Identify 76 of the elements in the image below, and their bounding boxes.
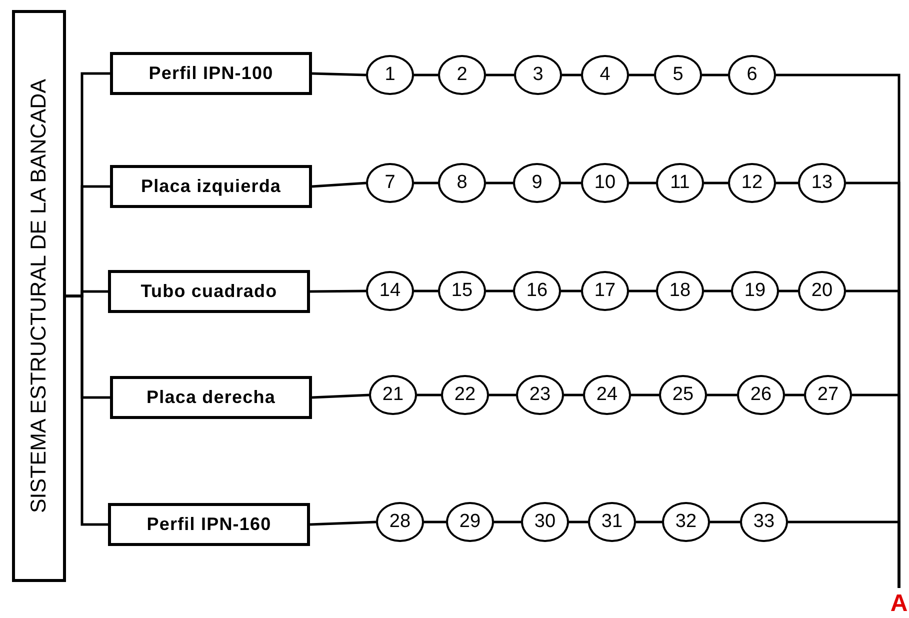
operation-circle: 5 bbox=[654, 55, 702, 95]
connector-line bbox=[710, 520, 740, 524]
system-box bbox=[12, 10, 66, 582]
connector-line bbox=[788, 520, 900, 588]
operation-circle: 21 bbox=[369, 375, 417, 415]
connector-line bbox=[561, 182, 581, 184]
operation-circle: 8 bbox=[438, 163, 486, 203]
operation-circle: 1 bbox=[366, 55, 414, 95]
operation-circle: 29 bbox=[446, 502, 494, 542]
connector-line bbox=[417, 394, 441, 396]
system-title: SISTEMA ESTRUCTURAL DE LA BANCADA bbox=[26, 78, 52, 514]
operation-circle: 12 bbox=[728, 163, 776, 203]
connector-line bbox=[636, 520, 662, 524]
connector-line bbox=[312, 394, 370, 399]
component-box: Placa izquierda bbox=[110, 165, 312, 208]
operation-circle: 19 bbox=[731, 271, 779, 311]
connector-line bbox=[561, 290, 581, 292]
operation-circle: 18 bbox=[656, 271, 704, 311]
connector-line bbox=[414, 74, 438, 76]
connector-line bbox=[776, 182, 798, 184]
connector-line bbox=[704, 182, 728, 184]
connector-line bbox=[702, 74, 728, 76]
operation-circle: 10 bbox=[581, 163, 629, 203]
connector-line bbox=[629, 290, 656, 292]
operation-circle: 15 bbox=[438, 271, 486, 311]
connector-line bbox=[310, 520, 376, 526]
connector-line bbox=[631, 394, 659, 396]
connector-line bbox=[312, 72, 366, 76]
component-box: Tubo cuadrado bbox=[108, 270, 310, 313]
operation-circle: 30 bbox=[521, 502, 569, 542]
operation-circle: 2 bbox=[438, 55, 486, 95]
connector-line bbox=[569, 520, 588, 524]
connector-line bbox=[494, 520, 521, 524]
operation-circle: 4 bbox=[581, 55, 629, 95]
connector-line bbox=[707, 394, 737, 396]
connector-line bbox=[779, 290, 798, 292]
operation-circle: 28 bbox=[376, 502, 424, 542]
operation-circle: 16 bbox=[513, 271, 561, 311]
operation-circle: 22 bbox=[441, 375, 489, 415]
connector-line bbox=[312, 182, 366, 188]
connector-line bbox=[489, 394, 516, 396]
connector-line bbox=[629, 74, 654, 76]
connector-line bbox=[424, 520, 446, 524]
operation-circle: 23 bbox=[516, 375, 564, 415]
connector-line bbox=[486, 290, 513, 292]
connector-line bbox=[66, 294, 108, 526]
operation-circle: 17 bbox=[581, 271, 629, 311]
operation-circle: 20 bbox=[798, 271, 846, 311]
operation-circle: 32 bbox=[662, 502, 710, 542]
operation-circle: 31 bbox=[588, 502, 636, 542]
operation-circle: 33 bbox=[740, 502, 788, 542]
component-box: Placa derecha bbox=[110, 376, 312, 419]
component-box: Perfil IPN-100 bbox=[110, 52, 312, 95]
operation-circle: 27 bbox=[804, 375, 852, 415]
connector-line bbox=[564, 394, 583, 396]
operation-circle: 7 bbox=[366, 163, 414, 203]
operation-circle: 11 bbox=[656, 163, 704, 203]
operation-circle: 6 bbox=[728, 55, 776, 95]
operation-circle: 9 bbox=[513, 163, 561, 203]
operation-circle: 26 bbox=[737, 375, 785, 415]
connector-line bbox=[562, 74, 581, 76]
operation-circle: 14 bbox=[366, 271, 414, 311]
operation-circle: 25 bbox=[659, 375, 707, 415]
connector-line bbox=[785, 394, 804, 396]
connector-line bbox=[704, 290, 731, 292]
operation-circle: 3 bbox=[514, 55, 562, 95]
connector-line bbox=[414, 290, 438, 292]
connector-line bbox=[629, 182, 656, 184]
connector-line bbox=[486, 74, 514, 76]
end-label: A bbox=[886, 588, 909, 618]
operation-circle: 13 bbox=[798, 163, 846, 203]
connector-line bbox=[414, 182, 438, 184]
component-box: Perfil IPN-160 bbox=[108, 503, 310, 546]
connector-line bbox=[486, 182, 513, 184]
connector-line bbox=[310, 290, 366, 293]
operation-circle: 24 bbox=[583, 375, 631, 415]
